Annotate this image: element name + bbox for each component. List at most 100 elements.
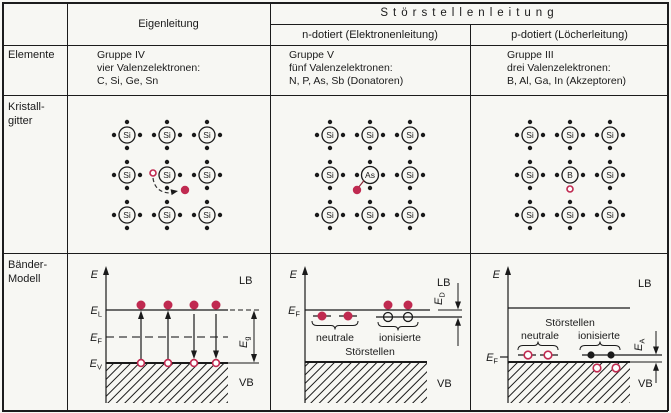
svg-text:Si: Si	[366, 130, 374, 140]
band-model-eigenleitung: E EL EF EV LB VB Eg	[90, 266, 259, 403]
svg-text:Si: Si	[526, 130, 534, 140]
divider-row-kristall	[2, 253, 668, 255]
stoerstellen-label: Störstellen	[545, 317, 595, 329]
svg-text:Si: Si	[123, 170, 131, 180]
svg-text:Si: Si	[163, 130, 171, 140]
ea-dimension: EA	[633, 331, 659, 383]
hole-marker	[149, 169, 157, 177]
ionisierte-label: ionisierte	[379, 332, 421, 344]
vb-label: VB	[437, 378, 452, 390]
svg-text:Si: Si	[406, 130, 414, 140]
svg-text:Si: Si	[203, 210, 211, 220]
rowlabel-elemente-text: Elemente	[8, 49, 55, 61]
atom: Si	[594, 119, 626, 151]
elemente-eigen-line3: C, Si, Ge, Sn	[97, 75, 159, 87]
valence-band-hatch	[305, 362, 427, 403]
svg-text:Si: Si	[203, 130, 211, 140]
atom: Si	[354, 119, 386, 151]
atom: Si	[111, 119, 143, 151]
elemente-eigen-line1: Gruppe IV	[97, 49, 145, 61]
atom-with-hole: Si	[158, 159, 183, 191]
ea-label: EA	[633, 339, 647, 351]
ef-label: EF	[288, 305, 300, 319]
svg-text:Si: Si	[606, 170, 614, 180]
elemente-p-line1: Gruppe III	[507, 49, 554, 61]
free-electron	[180, 185, 190, 195]
vb-hole	[611, 363, 621, 373]
elemente-n-line1: Gruppe V	[289, 49, 334, 61]
eg-label: Eg	[238, 336, 252, 348]
elemente-eigen: Gruppe IV vier Valenzelektronen: C, Si, …	[97, 49, 200, 88]
el-label: EL	[90, 305, 102, 319]
electron-escape-arrow	[152, 177, 178, 196]
conduction-electrons	[136, 300, 221, 310]
svg-text:Si: Si	[606, 130, 614, 140]
divider-col-rowlabels	[67, 2, 69, 411]
eg-dimension: Eg	[228, 309, 259, 364]
atom: Si	[594, 199, 626, 231]
elemente-p-line3: B, Al, Ga, In (Akzeptoren)	[507, 75, 627, 87]
acceptor-hole-marker	[566, 185, 574, 193]
stoerstellen-label: Störstellen	[345, 346, 395, 358]
svg-text:Si: Si	[566, 210, 574, 220]
svg-text:Si: Si	[123, 130, 131, 140]
lb-label: LB	[239, 275, 252, 287]
header-eigenleitung-label: Eigenleitung	[138, 17, 199, 30]
lattice-p-atoms: Si Si Si Si B Si Si Si Si	[514, 119, 626, 231]
svg-text:Si: Si	[326, 130, 334, 140]
overbrace	[579, 341, 621, 351]
neutrale-label: neutrale	[521, 330, 559, 342]
overbrace	[517, 341, 559, 351]
lattice-eigenleitung: Si Si Si Si Si Si Si Si Si	[111, 119, 223, 231]
neutrale-label: neutrale	[316, 332, 354, 344]
rowlabel-kristallgitter: Kristall- gitter	[8, 100, 45, 128]
neutral-donors	[311, 311, 359, 330]
atom: Si	[514, 199, 546, 231]
atom: Si	[594, 159, 626, 191]
ionisierte-label: ionisierte	[578, 330, 620, 342]
ef-label: EF	[486, 352, 498, 366]
elemente-p-line2: drei Valenzelektronen:	[507, 62, 611, 74]
svg-text:Si: Si	[366, 210, 374, 220]
atom: Si	[554, 199, 586, 231]
acceptor-atom: B	[554, 159, 586, 184]
underbrace	[311, 320, 359, 330]
elemente-n-line2: fünf Valenzelektronen:	[289, 62, 393, 74]
ionized-acceptors	[579, 341, 662, 373]
extra-donor-electron	[352, 180, 365, 195]
atom: Si	[314, 199, 346, 231]
header-n-dotiert: n-dotiert (Elektronenleitung)	[271, 25, 469, 45]
atom: Si	[554, 119, 586, 151]
svg-text:As: As	[365, 170, 375, 180]
divider-row-elemente	[2, 95, 668, 97]
svg-text:Si: Si	[163, 210, 171, 220]
header-p-dotiert-label: p-dotiert (Löcherleitung)	[511, 28, 628, 41]
svg-text:Si: Si	[163, 170, 171, 180]
vb-label: VB	[638, 378, 653, 390]
table-border-right	[667, 2, 669, 411]
atom: Si	[111, 199, 143, 231]
svg-text:E: E	[91, 269, 99, 281]
rowlabel-kristall-line2: gitter	[8, 115, 33, 127]
divider-col-eigen	[270, 2, 272, 411]
lattice-p-dotiert: Si Si Si Si B Si Si Si Si	[514, 119, 626, 231]
transition-arrowheads	[138, 310, 219, 359]
atom: Si	[191, 199, 223, 231]
rowlabel-elemente: Elemente	[8, 49, 54, 62]
table-border-left	[2, 2, 4, 411]
valence-holes	[136, 358, 221, 368]
table-border-top	[2, 2, 668, 4]
header-eigenleitung: Eigenleitung	[68, 3, 269, 45]
energy-axis: E	[91, 266, 109, 403]
atom: Si	[314, 119, 346, 151]
rowlabel-baender-line2: Modell	[8, 273, 41, 285]
lattice-n-atoms: Si Si Si Si As Si Si Si Si	[314, 119, 426, 231]
svg-text:Si: Si	[326, 210, 334, 220]
svg-text:E: E	[493, 269, 501, 281]
svg-text:Si: Si	[406, 210, 414, 220]
atom: Si	[191, 159, 223, 191]
divider-col-np	[470, 24, 472, 411]
ed-label: ED	[433, 292, 447, 305]
lb-label: LB	[638, 278, 651, 290]
rowlabel-baender-modell: Bänder- Modell	[8, 258, 47, 286]
